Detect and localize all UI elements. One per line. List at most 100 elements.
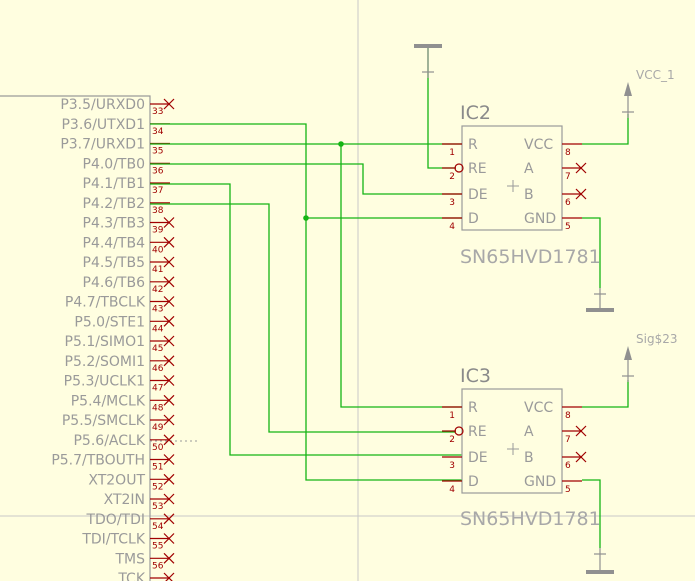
ic2-left-pin[interactable]: D4	[442, 211, 479, 232]
wire-ic2-vcc[interactable]	[582, 114, 629, 145]
no-connect-mark	[163, 335, 175, 347]
mcu-pin-number: 35	[152, 147, 163, 157]
ic3-left-pin[interactable]: R1	[442, 400, 478, 421]
no-connect-mark	[575, 425, 587, 437]
ic3-left-pin[interactable]: RE 2	[442, 424, 487, 445]
mcu-pin-number: 54	[152, 522, 164, 532]
mcu-pin-label: P3.5/URXD0	[60, 97, 145, 113]
mcu-pin[interactable]: P5.3/UCLK1 47	[64, 374, 175, 394]
ic3-left-pin[interactable]: D4	[442, 474, 479, 495]
mcu-pin[interactable]: P5.7/TBOUTH 51	[51, 453, 175, 473]
no-connect-mark	[163, 355, 175, 367]
mcu-pin-label: P5.4/MCLK	[71, 393, 146, 409]
wire-p41-to-ic3-de[interactable]	[150, 183, 462, 456]
ic3-pin-label: D	[468, 474, 479, 490]
no-connect-mark	[163, 493, 175, 505]
mcu-pin[interactable]: P5.4/MCLK 48	[71, 393, 175, 413]
no-connect-mark	[575, 188, 587, 200]
mcu-pin-number: 47	[152, 384, 163, 394]
mcu-pin[interactable]: TCK57	[117, 571, 175, 581]
wire-ic3-gnd[interactable]	[582, 479, 601, 548]
mcu-pin-label: P3.7/URXD1	[60, 137, 145, 153]
wire-p42-to-ic3-re[interactable]	[150, 203, 455, 433]
ic3-pin-label: DE	[468, 450, 488, 466]
ic3-pin-number: 4	[449, 485, 455, 495]
mcu-pin[interactable]: P4.6/TB6 42	[83, 275, 175, 295]
no-connect-mark	[163, 315, 175, 327]
ic3-left-pin[interactable]: DE3	[442, 450, 488, 471]
mcu-pin-label: XT2OUT	[88, 472, 145, 488]
ic2-pin-label: R	[468, 137, 478, 153]
ic3-pin-label: R	[468, 400, 478, 416]
mcu-pin-number: 42	[152, 285, 163, 295]
mcu-pin-label: P5.3/UCLK1	[64, 374, 145, 390]
mcu-pin-number: 39	[152, 226, 164, 236]
mcu-pin-label: P5.7/TBOUTH	[51, 453, 145, 469]
mcu-pin-number: 51	[152, 463, 163, 473]
mcu-pin-label: P4.6/TB6	[83, 275, 146, 291]
mcu-pin-number: 55	[152, 542, 163, 552]
wire-ic3-vcc[interactable]	[582, 380, 629, 408]
mcu-pin-number: 46	[152, 364, 164, 374]
ic2-left-pin[interactable]: R1	[442, 137, 478, 158]
ic2-pin-number: 2	[449, 172, 455, 182]
ic3-pin-number: 6	[565, 461, 571, 471]
sig23-symbol	[622, 346, 634, 382]
gnd-symbol-ic3	[586, 548, 614, 574]
ic3-pin-label: RE	[468, 424, 487, 440]
gnd-symbol-ic2	[586, 288, 614, 312]
ic3-inverted-bubble	[454, 426, 464, 436]
wire-p36-to-ic2-d-ic3-d[interactable]	[150, 123, 462, 481]
ic2-left-pin[interactable]: DE3	[442, 187, 488, 208]
ic2-pin-label: DE	[468, 187, 488, 203]
ic2-left-pin[interactable]: RE2	[442, 161, 487, 182]
mcu-pin-number: 48	[152, 403, 164, 413]
wire-ic3-r[interactable]	[340, 144, 462, 408]
mcu-pin-number: 36	[152, 166, 164, 176]
wires	[150, 46, 629, 548]
mcu-pin[interactable]: P3.7/URXD1 35	[60, 137, 170, 157]
ic2-pin-number: 4	[449, 222, 455, 232]
no-connect-mark	[163, 256, 175, 268]
mcu-pin-number: 40	[152, 245, 164, 255]
wire-ic2-gnd[interactable]	[582, 217, 601, 288]
no-connect-mark	[163, 533, 175, 544]
no-connect-mark	[163, 414, 175, 426]
ic2-pin-number: 1	[449, 148, 455, 158]
wire-p40-to-ic2-de[interactable]	[150, 163, 462, 195]
ic3-pin-number: 2	[449, 435, 455, 445]
mcu-pin-number: 38	[152, 206, 164, 216]
